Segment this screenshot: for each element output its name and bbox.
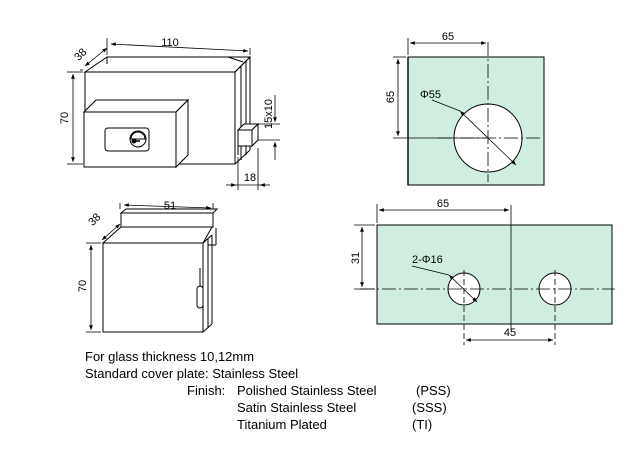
lock-back-dimensions xyxy=(86,203,214,333)
finish-code-sss: (SSS) xyxy=(412,400,447,415)
lock-front-view xyxy=(82,56,260,169)
spec-finish-label: Finish: xyxy=(187,383,226,398)
finish-code-ti: (TI) xyxy=(412,417,433,432)
key-cylinder-icon xyxy=(104,127,150,152)
glass-cutout-two-holes xyxy=(354,204,615,345)
dim-15x10-label: 15x10 xyxy=(263,99,275,129)
spec-cover-plate: Standard cover plate: Stainless Steel xyxy=(85,366,299,381)
latch-bolt xyxy=(236,122,260,155)
top-dim-65-x-label: 65 xyxy=(442,31,454,43)
lock-front-dimensions xyxy=(67,38,280,190)
spec-glass-thickness: For glass thickness 10,12mm xyxy=(85,349,255,364)
dim-18-label: 18 xyxy=(244,172,256,184)
dim-70-label: 70 xyxy=(59,112,71,124)
bottom-dim-45-label: 45 xyxy=(504,327,516,339)
back-dim-70-label: 70 xyxy=(77,280,89,292)
top-dim-65-y-label: 65 xyxy=(385,91,397,103)
dim-38-label: 38 xyxy=(72,46,89,63)
finish-name-sss: Satin Stainless Steel xyxy=(237,400,357,415)
top-dim-hole-label: Φ55 xyxy=(420,89,441,101)
lock-back-view xyxy=(101,208,219,333)
glass-cutout-single-hole xyxy=(393,38,545,186)
dim-110-label: 110 xyxy=(161,37,179,49)
glass-panel-bottom xyxy=(376,224,613,325)
back-dim-38-label: 38 xyxy=(86,211,103,228)
finish-name-pss: Polished Stainless Steel xyxy=(237,383,377,398)
bottom-dim-31-label: 31 xyxy=(350,252,362,264)
finish-name-ti: Titanium Plated xyxy=(237,417,327,432)
back-dim-51-label: 51 xyxy=(164,200,176,212)
bottom-dim-holes-label: 2-Φ16 xyxy=(412,254,443,266)
finish-code-pss: (PSS) xyxy=(416,383,451,398)
bottom-dim-65-label: 65 xyxy=(437,198,449,210)
back-slot xyxy=(196,285,204,309)
lock-body-top-face xyxy=(83,56,252,73)
back-body-front-face xyxy=(102,242,204,333)
